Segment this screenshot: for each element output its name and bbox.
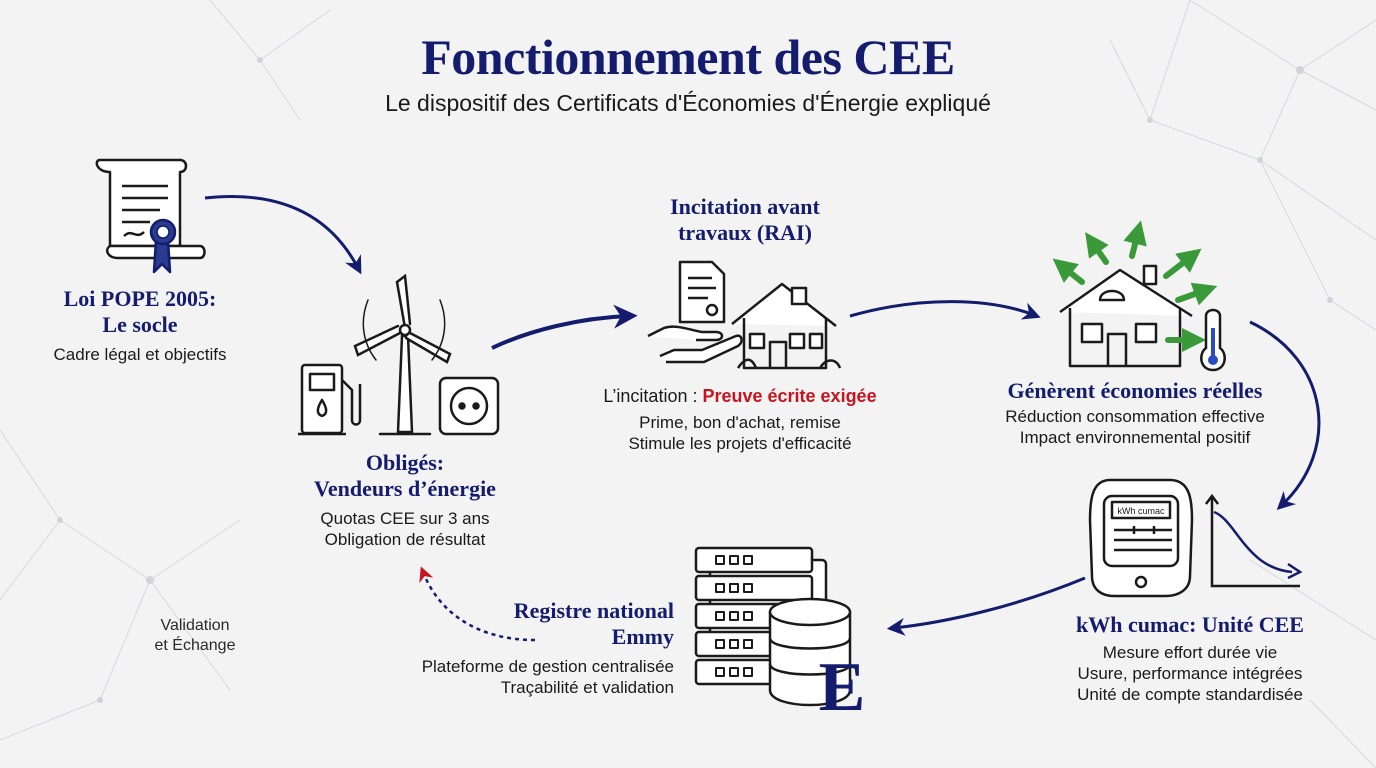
node-loi-title-1: Loi POPE 2005: (63, 286, 217, 311)
node-kwh-desc-3: Unité de compte standardisée (1077, 685, 1303, 704)
energy-house-icon (1059, 264, 1193, 368)
node-incitation-lead-line: L’incitation : Preuve écrite exigée (560, 384, 920, 408)
arrow-obliges-to-incitation (491, 304, 638, 350)
arrow-incitation-to-economies (849, 300, 1041, 320)
node-kwh-title: kWh cumac: Unité CEE (1076, 612, 1304, 637)
emmy-logo-letter: E (819, 649, 866, 726)
decay-chart-icon (1205, 493, 1303, 588)
thermometer-icon (1200, 308, 1226, 372)
node-obliges-title-2: Vendeurs d’énergie (314, 476, 496, 501)
fuel-pump-icon (298, 363, 362, 436)
meter-icon (1088, 478, 1194, 598)
node-kwh-desc-2: Usure, performance intégrées (1077, 664, 1303, 683)
scroll-certificate-icon (95, 158, 206, 274)
node-registre-title-1: Registre national (513, 598, 674, 623)
node-incitation-desc-2: Stimule les projets d'efficacité (628, 434, 852, 453)
document-hand-icon (647, 260, 743, 364)
side-label-validation: Validation et Échange (140, 616, 250, 656)
arrow-loi-to-obliges (204, 195, 362, 275)
node-incitation-title-2: travaux (RAI) (678, 220, 812, 245)
node-obliges: Obligés: Vendeurs d’énergie Quotas CEE s… (280, 450, 530, 550)
wind-turbine-icon (353, 273, 452, 436)
node-registre-title-2: Emmy (611, 624, 674, 649)
node-incitation-lead: L’incitation : (603, 386, 703, 406)
node-economies-desc-1: Réduction consommation effective (1005, 407, 1265, 426)
node-economies: Génèrent économies réelles Réduction con… (975, 378, 1295, 448)
node-registre-desc-2: Traçabilité et validation (500, 678, 674, 697)
node-incitation-title-1: Incitation avant (670, 194, 820, 219)
node-loi-desc: Cadre légal et objectifs (53, 345, 227, 364)
node-economies-desc-2: Impact environnemental positif (1019, 428, 1251, 447)
arrow-registre-to-obliges (419, 566, 536, 642)
node-incitation-highlight: Preuve écrite exigée (702, 386, 877, 406)
node-loi-title-2: Le socle (102, 312, 178, 337)
node-registre-desc-1: Plateforme de gestion centralisée (421, 657, 674, 676)
page-subtitle: Le dispositif des Certificats d'Économie… (385, 90, 991, 116)
house-icon (731, 282, 842, 370)
side-label-line-2: et Échange (154, 637, 236, 654)
power-socket-icon (438, 376, 500, 436)
arrow-kwh-to-registre (886, 576, 1086, 636)
node-obliges-title-1: Obligés: (365, 450, 445, 475)
node-incitation-title: Incitation avant travaux (RAI) (610, 194, 880, 246)
node-incitation-text: L’incitation : Preuve écrite exigée Prim… (560, 384, 920, 454)
node-registre: Registre national Emmy Plateforme de ges… (380, 598, 674, 698)
page-title: Fonctionnement des CEE (421, 29, 955, 85)
side-label-line-1: Validation (160, 617, 230, 634)
node-obliges-desc-1: Quotas CEE sur 3 ans (320, 509, 490, 528)
node-loi-pope: Loi POPE 2005: Le socle Cadre légal et o… (30, 286, 250, 365)
node-economies-title: Génèrent économies réelles (1007, 378, 1263, 403)
arrow-economies-to-kwh (1249, 320, 1321, 510)
meter-label: kWh cumac (1117, 506, 1165, 516)
node-obliges-desc-2: Obligation de résultat (324, 530, 486, 549)
saving-arrows (1052, 220, 1218, 352)
server-database-icon (694, 546, 852, 707)
node-incitation-desc-1: Prime, bon d'achat, remise (639, 413, 841, 432)
node-kwh-cumac: kWh cumac: Unité CEE Mesure effort durée… (1045, 612, 1335, 705)
node-kwh-desc-1: Mesure effort durée vie (1102, 643, 1278, 662)
